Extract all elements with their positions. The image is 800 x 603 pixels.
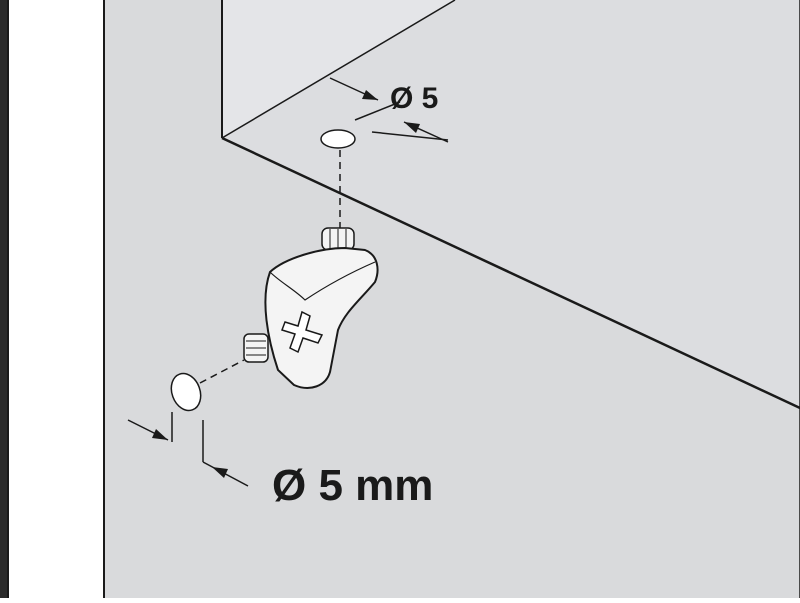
- top-dimension-label: Ø 5: [390, 82, 438, 115]
- lower-centerline: [199, 359, 245, 384]
- bottom-dimension-label: Ø 5 mm: [272, 461, 433, 510]
- shelf-top-surface: [222, 0, 800, 408]
- bottom-dimension-marker: [127, 412, 249, 487]
- shelf-support-bracket: [243, 227, 379, 389]
- top-dimension-marker: [329, 77, 449, 143]
- shelf-corner-edge: [221, 0, 456, 139]
- wall-hole: [170, 372, 202, 412]
- cabinet-edge: [0, 0, 8, 598]
- shelf-hole: [320, 129, 356, 149]
- shelf-bottom-edge: [221, 136, 800, 410]
- cabinet-front-panel: [8, 0, 104, 598]
